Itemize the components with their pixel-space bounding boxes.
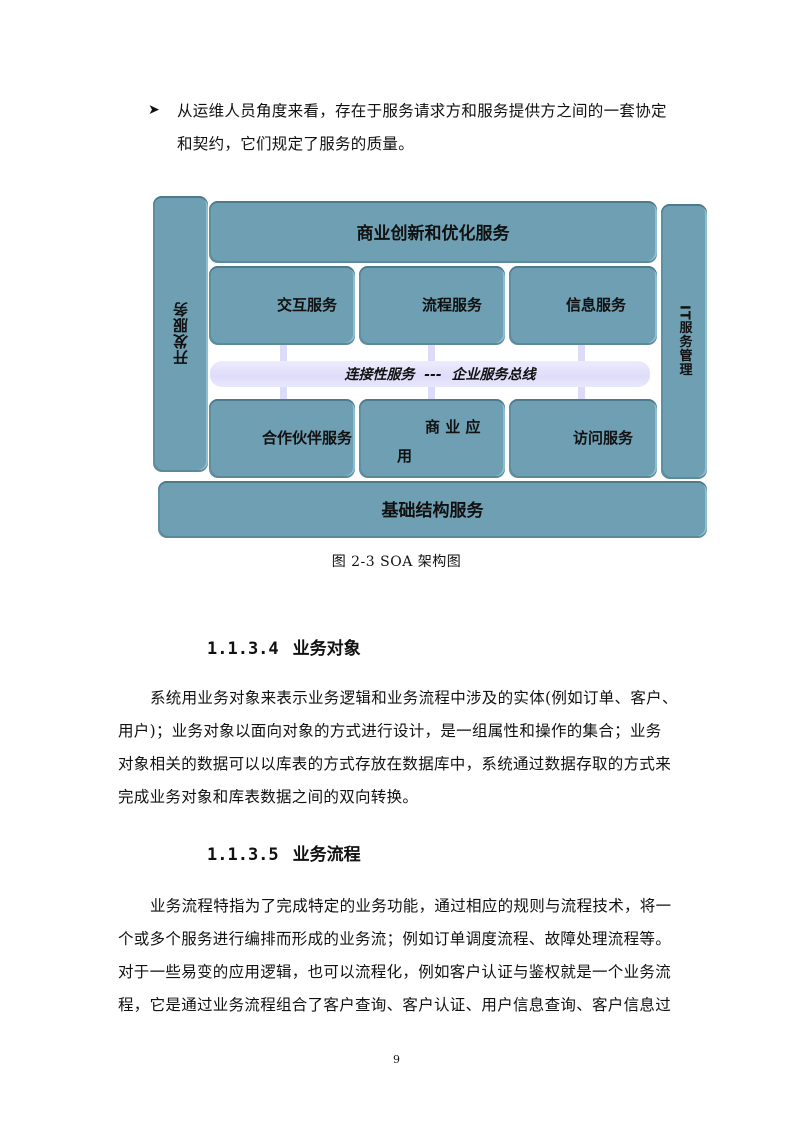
label-access: 访问服务 <box>572 429 633 447</box>
label-business-innovation: 商业创新和优化服务 <box>356 223 510 244</box>
label-bus: 连接性服务 --- 企业服务总线 <box>344 367 536 383</box>
box-dev-services: 开发服务 <box>153 196 208 470</box>
label-infrastructure: 基础结构服务 <box>381 501 484 521</box>
paragraph-line: 对象相关的数据可以以库表的方式存放在数据库中，系统通过数据存取的方式来 <box>118 755 672 773</box>
box-business-apps: 商 业 应 用 <box>359 399 505 476</box>
section-title: 业务流程 <box>292 845 361 865</box>
box-it-service-mgmt: IT服务管理 <box>661 204 707 477</box>
label-information: 信息服务 <box>565 296 626 314</box>
section-number: 1.1.3.4 <box>207 639 279 659</box>
box-business-innovation: 商业创新和优化服务 <box>209 201 657 261</box>
label-it-service-mgmt: IT服务管理 <box>676 304 692 377</box>
paragraph-line: 用户)；业务对象以面向对象的方式进行设计，是一组属性和操作的集合；业务 <box>118 722 662 740</box>
box-infrastructure-services: 基础结构服务 <box>158 481 707 536</box>
label-interaction: 交互服务 <box>276 296 337 314</box>
box-partner-services: 合作伙伴服务 <box>209 399 355 476</box>
label-partner: 合作伙伴服务 <box>261 429 352 447</box>
box-process-services: 流程服务 <box>359 266 505 343</box>
figure-caption: 图 2-3 SOA 架构图 <box>331 554 462 570</box>
paragraph-line: 系统用业务对象来表示业务逻辑和业务流程中涉及的实体(例如订单、客户、 <box>150 689 678 707</box>
label-dev-services: 开发服务 <box>172 301 190 365</box>
page-number: 9 <box>393 1053 400 1066</box>
box-access-services: 访问服务 <box>509 399 657 476</box>
section-heading-1135: 1.1.3.5 业务流程 <box>207 840 361 865</box>
label-business-apps-2: 用 <box>397 447 413 465</box>
paragraph-line: 对于一些易变的应用逻辑，也可以流程化，例如客户认证与鉴权就是一个业务流 <box>118 963 672 981</box>
section-title: 业务对象 <box>292 639 361 659</box>
section-number: 1.1.3.5 <box>207 845 279 865</box>
section-heading-1134: 1.1.3.4 业务对象 <box>207 634 361 659</box>
paragraph-line: 完成业务对象和库表数据之间的双向转换。 <box>118 788 419 806</box>
label-business-apps-1: 商 业 应 <box>425 418 481 436</box>
box-information-services: 信息服务 <box>509 266 657 343</box>
arrowhead-bullet-icon: ➤ <box>148 102 160 118</box>
paragraph-line: 程，它是通过业务流程组合了客户查询、客户认证、用户信息查询、客户信息过 <box>118 996 672 1014</box>
paragraph-line: 业务流程特指为了完成特定的业务功能，通过相应的规则与流程技术，将一 <box>150 897 672 915</box>
intro-line-1: 从运维人员角度来看，存在于服务请求方和服务提供方之间的一套协定 <box>177 102 667 120</box>
intro-line-2: 和契约，它们规定了服务的质量。 <box>177 135 415 153</box>
paragraph-line: 个或多个服务进行编排而形成的业务流；例如订单调度流程、故障处理流程等。 <box>118 930 672 948</box>
label-process: 流程服务 <box>421 296 482 314</box>
box-interaction-services: 交互服务 <box>209 266 355 343</box>
enterprise-service-bus: 连接性服务 --- 企业服务总线 <box>210 361 650 387</box>
